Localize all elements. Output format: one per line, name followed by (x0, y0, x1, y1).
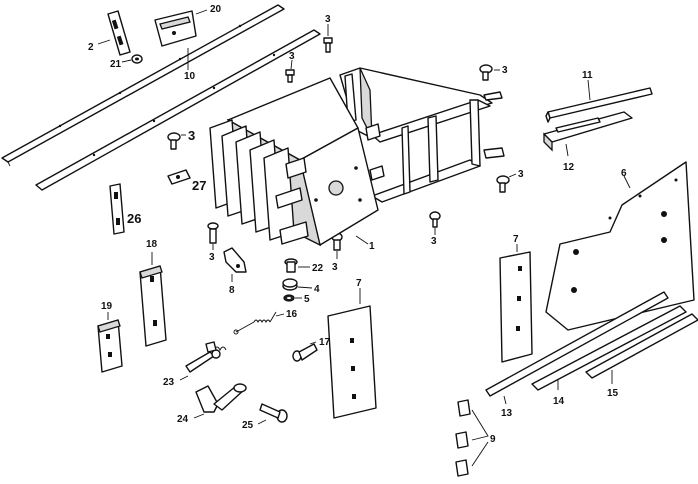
callout-24: 24 (177, 414, 189, 425)
callout-20: 20 (210, 4, 222, 15)
angle-bar-part-12 (543, 111, 633, 152)
block-part-19 (97, 319, 123, 373)
callout-15: 15 (607, 388, 619, 399)
callout-3-a: 3 (325, 14, 331, 25)
callout-16: 16 (286, 309, 298, 320)
callout-7-b: 7 (513, 234, 519, 245)
callout-23: 23 (163, 377, 175, 388)
callout-4: 4 (314, 284, 320, 295)
callout-12: 12 (563, 162, 575, 173)
callout-3-h: 3 (332, 262, 338, 273)
callout-26: 26 (127, 211, 141, 226)
callout-3-c: 3 (502, 65, 508, 76)
callout-22: 22 (312, 263, 324, 274)
callout-13: 13 (501, 408, 513, 419)
stud-part-22 (284, 258, 298, 273)
plate-part-7-right (499, 251, 533, 363)
callout-21: 21 (110, 59, 122, 70)
callout-19: 19 (101, 301, 113, 312)
clips-part-9 (455, 399, 471, 477)
bar-part-15 (585, 313, 698, 379)
block-part-18 (139, 265, 167, 347)
pin-part-25 (259, 403, 288, 423)
pin-part-17 (292, 343, 318, 362)
bar-part-13 (485, 291, 669, 397)
bar-part-11 (545, 87, 653, 123)
callout-10: 10 (184, 71, 196, 82)
callout-3-d: 3 (188, 128, 195, 143)
main-frame-part-1 (209, 67, 505, 247)
callout-3-f: 3 (431, 236, 437, 247)
bolt-part-3-top-right (479, 64, 493, 81)
side-panel-part-6 (545, 161, 695, 331)
callout-14: 14 (553, 396, 565, 407)
bolt-part-3-upper-mid (285, 69, 295, 83)
bolt-part-3-top (323, 37, 333, 53)
callout-25: 25 (242, 420, 254, 431)
spacer-part-4 (282, 278, 298, 291)
spring-bracket-part-23 (185, 341, 227, 373)
callout-3-e: 3 (518, 169, 524, 180)
clip-part-27 (167, 169, 191, 185)
nut-part-5 (283, 294, 295, 302)
callout-2: 2 (88, 42, 94, 53)
strap-part-26 (109, 183, 125, 235)
bolt-part-3-left (167, 132, 181, 150)
callout-18: 18 (146, 239, 158, 250)
bar-part-14 (531, 305, 687, 391)
bolt-part-3-right (496, 175, 510, 193)
callout-27: 27 (192, 178, 206, 193)
washer-part-21 (131, 54, 143, 64)
callout-3-b: 3 (289, 51, 295, 62)
callout-3-g: 3 (209, 252, 215, 263)
callout-17: 17 (319, 337, 331, 348)
bolt-part-3-lower-left (207, 222, 219, 244)
bracket-part-20 (154, 10, 197, 47)
callout-8: 8 (229, 285, 235, 296)
plate-part-7-left (327, 305, 377, 419)
callout-6: 6 (621, 168, 627, 179)
callout-1: 1 (369, 241, 375, 252)
rail-part-10 (1, 4, 321, 191)
callout-7-a: 7 (356, 278, 362, 289)
bolt-part-3-center (429, 211, 441, 228)
callout-11: 11 (582, 70, 593, 81)
plate-part-2 (107, 10, 131, 56)
spring-part-16 (233, 311, 277, 335)
callout-9: 9 (490, 434, 496, 445)
bracket-part-8 (223, 247, 247, 273)
lever-bracket-part-24 (195, 383, 247, 413)
callout-5: 5 (304, 294, 310, 305)
